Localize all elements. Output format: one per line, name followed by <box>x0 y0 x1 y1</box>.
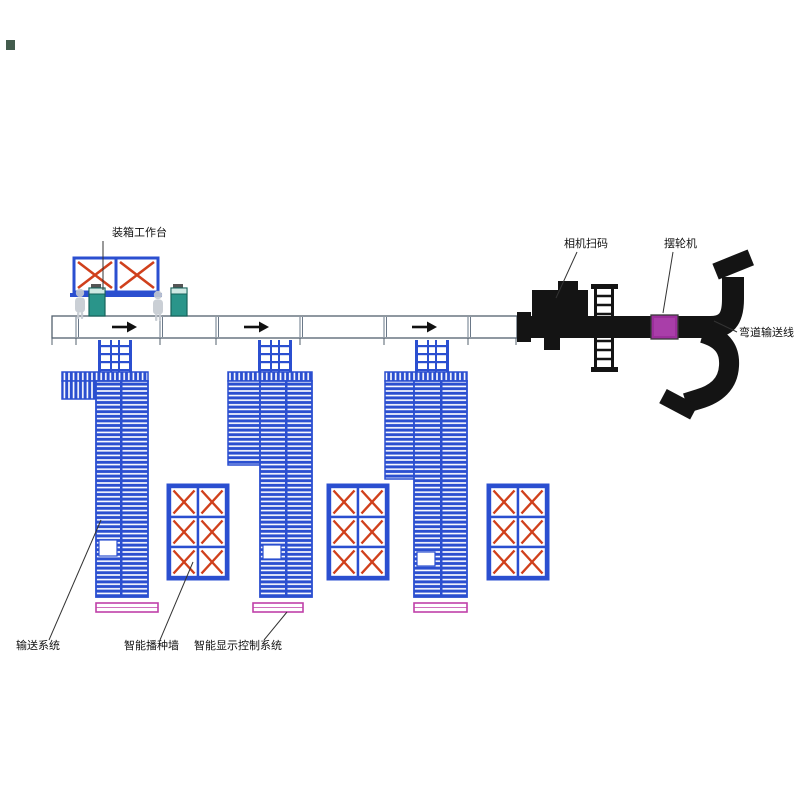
curved-conveyor-up <box>698 277 744 338</box>
station-machine <box>170 283 188 317</box>
display-control-bar-1 <box>95 602 159 613</box>
leader-swivel-wheel <box>662 251 674 314</box>
tower-mast <box>258 340 292 372</box>
leader-camera-scan <box>555 251 578 299</box>
worker-figure <box>75 288 85 319</box>
packing-box <box>114 256 160 294</box>
camera-scanner-unit <box>517 281 588 350</box>
label-conveyor-system: 输送系统 <box>16 638 60 652</box>
label-swivel-wheel: 摆轮机 <box>664 236 697 250</box>
leader-seeding-wall <box>159 561 194 641</box>
tower-mast <box>415 340 449 372</box>
conveyor-supports <box>51 338 517 345</box>
swivel-wheel-deck <box>654 318 675 336</box>
leader-display-control <box>263 611 288 641</box>
label-packing-workstation: 装箱工作台 <box>112 225 167 239</box>
label-curved-conveyor: 弯道输送线 <box>739 325 794 339</box>
curved-conveyor-down-end <box>659 388 698 420</box>
tower-mast <box>98 340 132 372</box>
display-control-bar-3 <box>413 602 468 613</box>
conveyor-segment-dividers <box>75 317 471 337</box>
label-camera-scan: 相机扫码 <box>564 236 608 250</box>
label-seeding-wall: 智能播种墙 <box>124 638 179 652</box>
packing-workstation-boxes <box>70 256 162 297</box>
sorting-tower-3 <box>384 340 468 598</box>
curved-conveyor-down <box>683 323 740 413</box>
swivel-wheel-machine <box>650 314 679 340</box>
ladder-frame <box>591 284 618 372</box>
curved-conveyor-up-end <box>712 249 754 280</box>
seeding-wall-rack-2 <box>328 485 388 579</box>
leader-curved-conveyor <box>713 320 738 333</box>
label-display-control: 智能显示控制系统 <box>194 638 282 652</box>
sorting-tower-1 <box>61 340 149 598</box>
leader-conveyor-system <box>48 519 102 641</box>
display-control-bar-2 <box>252 602 304 613</box>
corner-artifact <box>6 40 15 50</box>
workstation-rail <box>70 293 162 297</box>
sorting-tower-2 <box>227 340 313 598</box>
seeding-wall-rack-1 <box>168 485 228 579</box>
seeding-wall-rack-3 <box>488 485 548 579</box>
